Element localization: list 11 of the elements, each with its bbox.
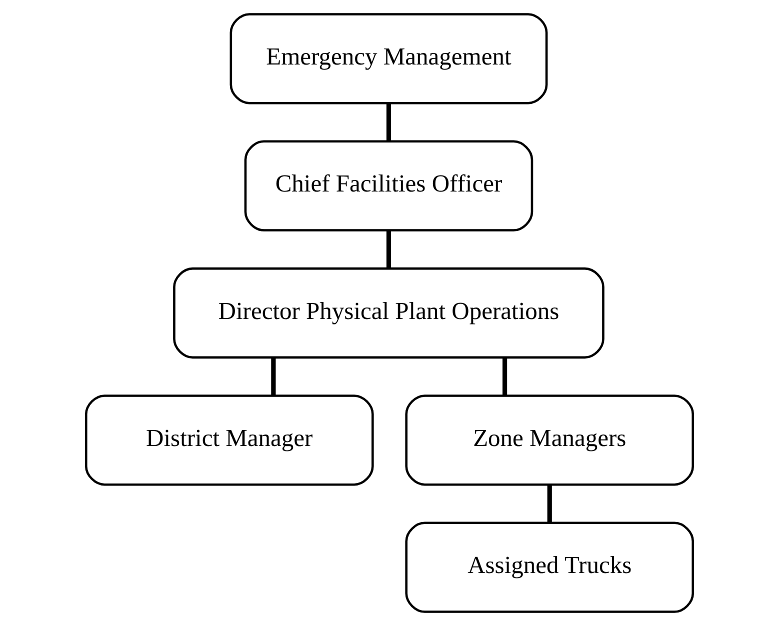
connector: [546, 484, 552, 523]
connector: [502, 357, 507, 396]
node-box: Assigned Trucks: [404, 522, 694, 613]
connector: [270, 357, 276, 396]
connector: [386, 103, 391, 142]
node-box: Zone Managers: [404, 394, 694, 486]
node-box: Director Physical Plant Operations: [172, 267, 604, 359]
connector: [386, 230, 391, 268]
node-box: District Manager: [84, 394, 374, 486]
node-box: Chief Facilities Officer: [244, 140, 533, 232]
node-box: Emergency Management: [229, 13, 548, 104]
